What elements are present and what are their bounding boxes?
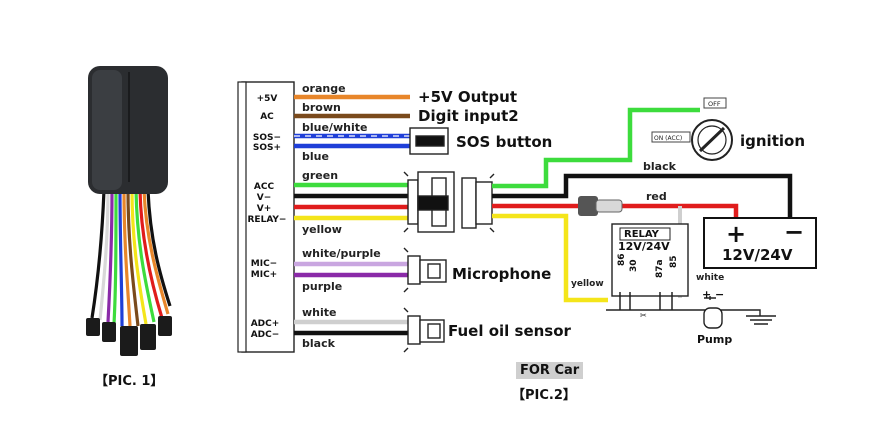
- black-wire-label: black: [643, 160, 677, 173]
- wire-label-yellow: yellow: [302, 223, 342, 236]
- pump-label: Pump: [697, 333, 732, 346]
- pin-label-sos-minus: SOS−: [253, 133, 281, 143]
- fuel-sensor-label: Fuel oil sensor: [448, 322, 572, 340]
- pin-label-mic-minus: MIC−: [251, 259, 277, 269]
- relay-white-label: white: [696, 273, 724, 283]
- red-wire-label: red: [646, 190, 667, 203]
- wire-label-blue-white: blue/white: [302, 121, 367, 134]
- pin-label-ac: AC: [260, 112, 274, 122]
- relay-pin-87a: 87a: [655, 259, 665, 278]
- sos-button-icon: [409, 127, 449, 155]
- pin-label-adc-plus: ADC+: [251, 319, 280, 329]
- pin-label-acc: ACC: [254, 182, 275, 192]
- wire-label-green: green: [302, 169, 338, 182]
- pin-label-5v: +5V: [257, 94, 278, 104]
- wire-label-purple: purple: [302, 280, 342, 293]
- battery-icon: + −: [703, 217, 817, 269]
- battery-voltage-label: 12V/24V: [722, 246, 793, 264]
- wire-red-battery: [492, 203, 739, 218]
- relay-voltage-label: 12V/24V: [618, 240, 670, 253]
- output-digit-label: Digit input2: [418, 107, 519, 125]
- pin-label-adc-minus: ADC−: [251, 330, 280, 340]
- wire-label-white-purple: white/purple: [302, 247, 381, 260]
- microphone-connector-icon: [403, 247, 447, 293]
- relay-pin-85: 85: [669, 255, 679, 268]
- ignition-on-acc-label: ON (ACC): [654, 135, 682, 142]
- main-power-connector-icon: [403, 171, 495, 233]
- wire-label-brown: brown: [302, 101, 341, 114]
- pin-label-mic-plus: MIC+: [251, 270, 277, 280]
- for-car-caption: FOR Car: [516, 362, 584, 379]
- pic2-caption: 【PIC.2】: [512, 388, 576, 403]
- ignition-switch-icon: [651, 97, 733, 161]
- relay-yellow-label: yellow: [571, 279, 604, 289]
- relay-pin-86: 86: [617, 253, 627, 266]
- fuse-icon: [578, 196, 623, 216]
- device-wire-bundle: [90, 189, 172, 327]
- pump-icon: [696, 296, 776, 329]
- sos-button-label: SOS button: [456, 133, 552, 151]
- wire-black-battery: [492, 173, 793, 218]
- wire-label-white: white: [302, 306, 336, 319]
- fuel-sensor-connector-icon: [403, 307, 445, 353]
- wire-label-black: black: [302, 337, 336, 350]
- output-5v-label: +5V Output: [418, 88, 517, 106]
- relay-pin-30: 30: [629, 259, 639, 272]
- ignition-off-label: OFF: [708, 100, 721, 108]
- pin-label-v-minus: V−: [257, 193, 272, 203]
- wire-green-ignition: [492, 107, 700, 189]
- svg-text:−: −: [784, 218, 804, 246]
- svg-text:+: +: [726, 220, 746, 248]
- ignition-label: ignition: [740, 132, 805, 150]
- pin-label-v-plus: V+: [257, 204, 272, 214]
- pin-label-sos-plus: SOS+: [253, 143, 281, 153]
- svg-text:+ −: + −: [702, 288, 724, 301]
- wire-label-orange: orange: [302, 82, 346, 95]
- wire-label-blue: blue: [302, 150, 329, 163]
- wire-yellow-relay: [492, 213, 608, 303]
- pin-label-relay-minus: RELAY−: [248, 215, 287, 225]
- pic1-caption: 【PIC. 1】: [95, 374, 164, 389]
- relay-title: RELAY: [624, 229, 660, 240]
- gps-tracker-device: [86, 66, 172, 356]
- microphone-label: Microphone: [452, 265, 551, 283]
- device-connectors: [86, 316, 172, 356]
- relay-icon: ✂: [606, 223, 696, 320]
- svg-text:✂: ✂: [640, 311, 647, 320]
